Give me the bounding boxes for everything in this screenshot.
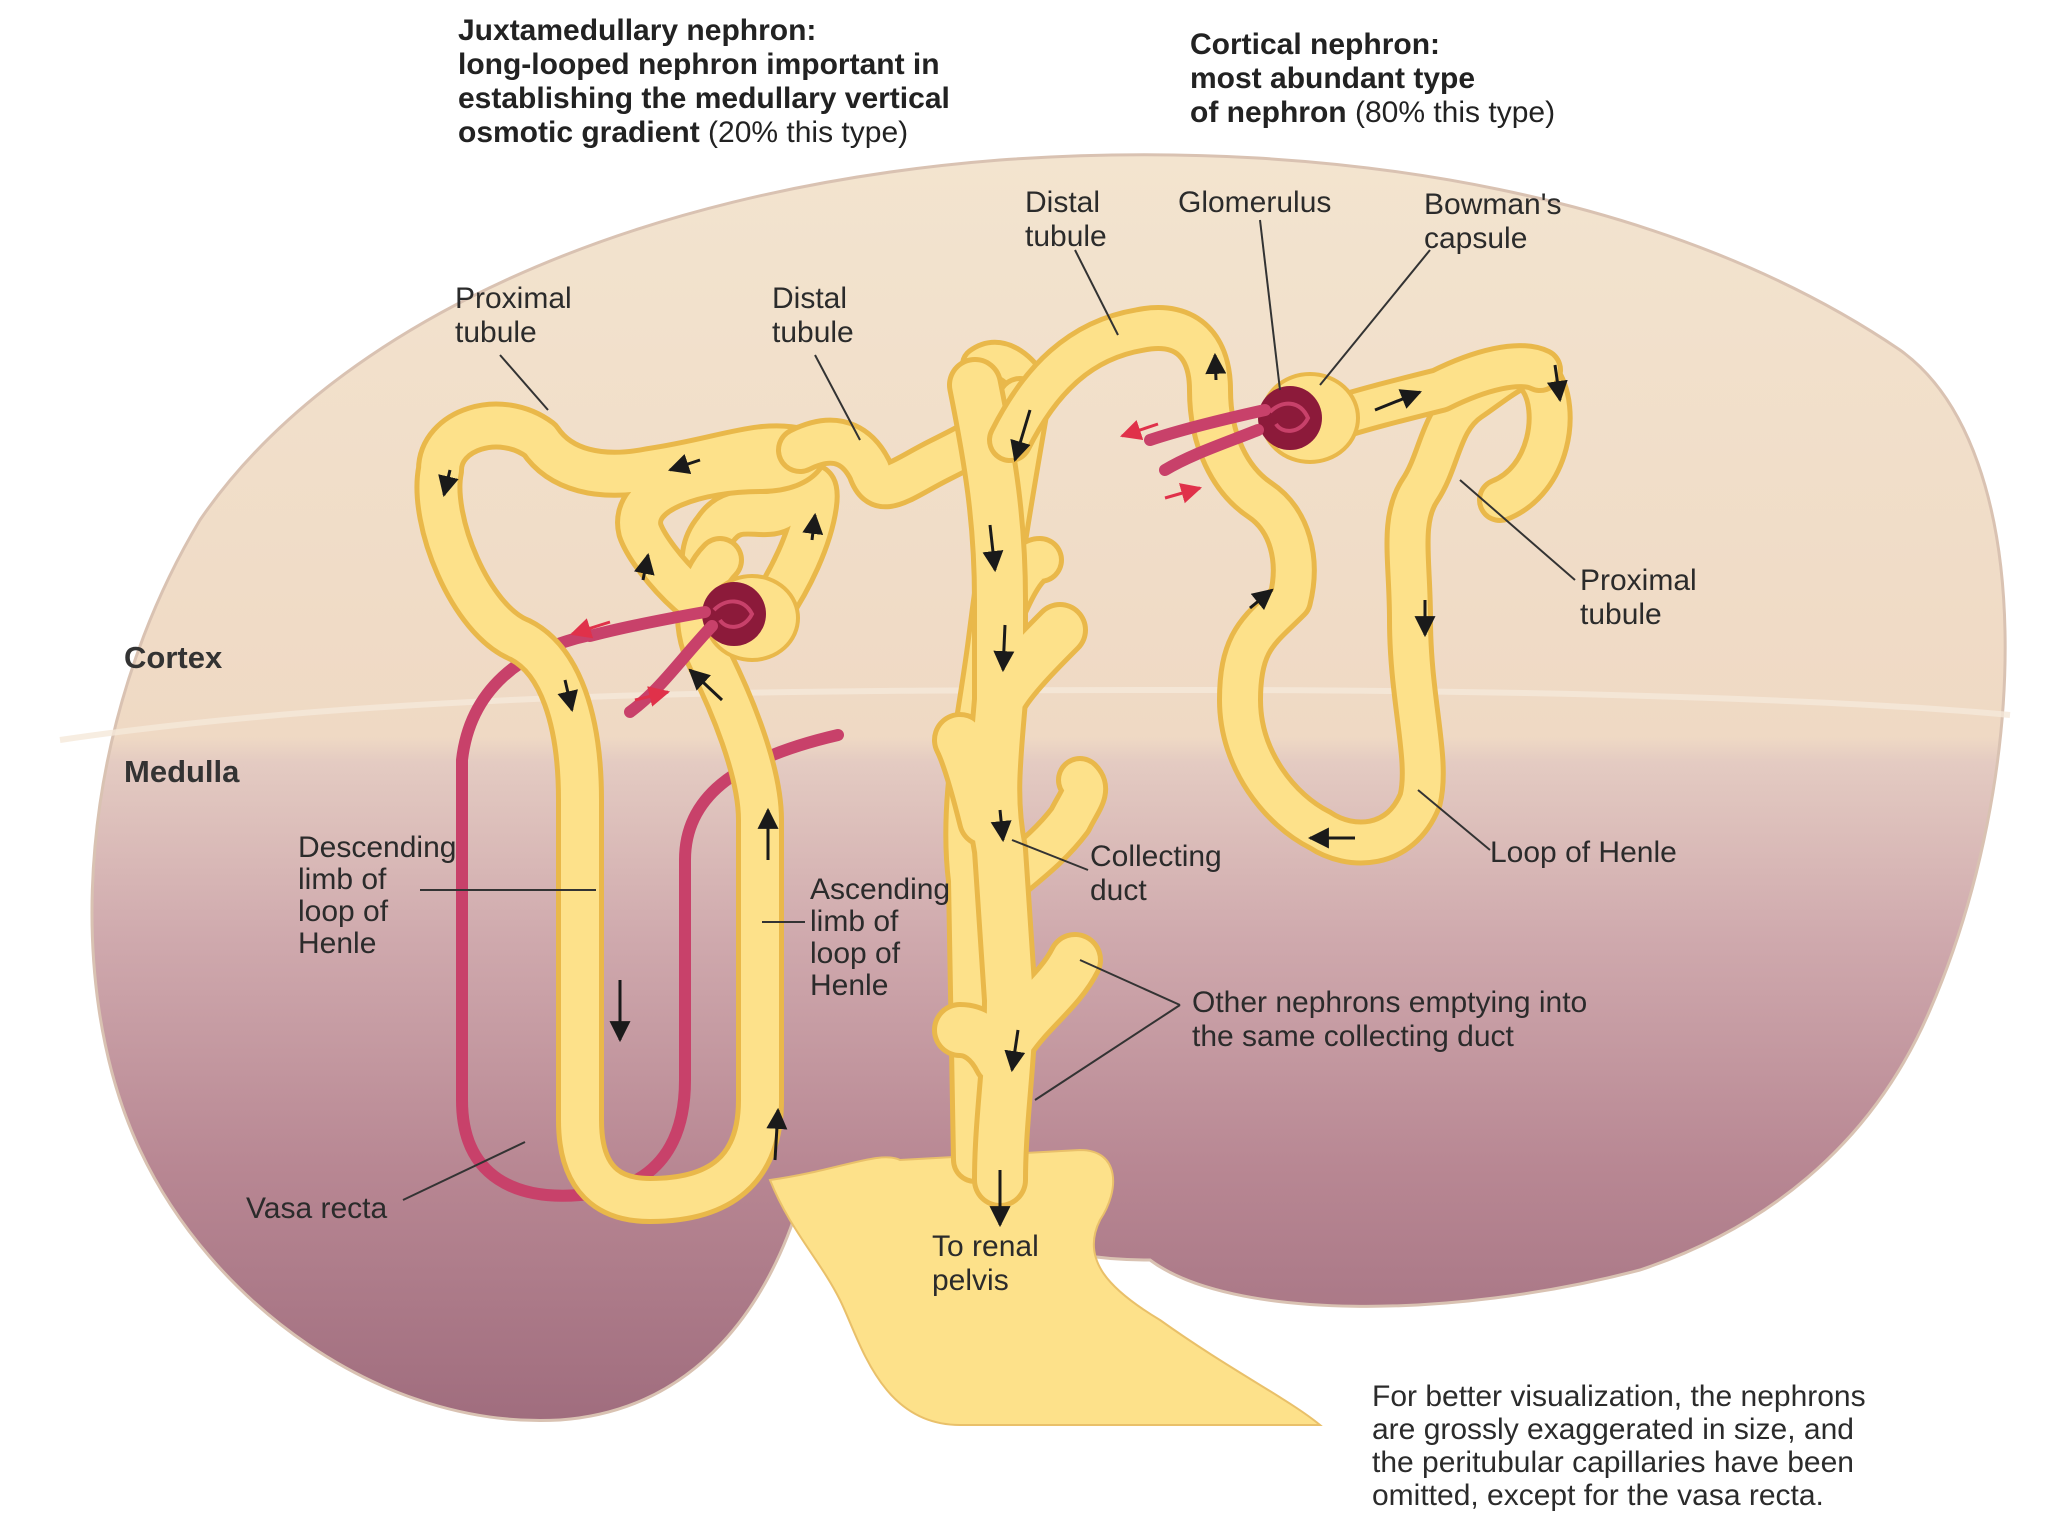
cortical-heading-line2: most abundant type [1190, 62, 1476, 95]
juxta-heading-line3: establishing the medullary vertical [458, 82, 950, 115]
blood-flow-arrows [569, 420, 1203, 707]
renal-pelvis [768, 1148, 1323, 1426]
juxta-afferent-arteriole [624, 620, 718, 718]
flow-arrows [438, 352, 1568, 1228]
ascending-limb-label: Ascending limb of loop of Henle [810, 873, 951, 1002]
collecting-duct-label: Collecting duct [1090, 840, 1222, 907]
bowmans-capsule-label: Bowman's capsule [1424, 188, 1562, 255]
juxtamedullary-heading: Juxtamedullary nephron: long-looped neph… [458, 14, 950, 150]
juxta-glomerulus [702, 582, 766, 646]
medulla-label: Medulla [124, 754, 240, 789]
collecting-duct [932, 357, 1103, 1208]
cortical-glomerulus [1258, 386, 1322, 450]
glomerulus-label: Glomerulus [1178, 186, 1332, 219]
juxta-heading-line1: Juxtamedullary nephron: [458, 14, 817, 47]
footnote: For better visualization, the nephrons a… [1372, 1380, 1866, 1512]
cortical-heading-percent: (80% this type) [1346, 96, 1556, 129]
loop-of-henle-label: Loop of Henle [1490, 836, 1677, 869]
cortex-label: Cortex [124, 640, 223, 675]
distal-tubule-right-label: Distal tubule [1025, 186, 1107, 253]
cortical-afferent-arteriole [1159, 424, 1264, 476]
other-nephrons-label: Other nephrons emptying into the same co… [1192, 986, 1588, 1053]
juxta-efferent-arteriole [584, 606, 711, 642]
distal-tubule-left-label: Distal tubule [772, 282, 854, 349]
cortical-heading-line3: of nephron [1190, 96, 1347, 129]
juxta-heading-percent: (20% this type) [699, 116, 909, 149]
proximal-tubule-left-label: Proximal tubule [455, 282, 572, 349]
leader-lines [402, 219, 1576, 1201]
descending-limb-label: Descending limb of loop of Henle [298, 831, 457, 960]
cortical-efferent-arteriole [1144, 404, 1271, 446]
juxta-heading-line4: osmotic gradient [458, 116, 700, 149]
renal-pelvis-label: To renal pelvis [932, 1230, 1039, 1297]
cortical-heading: Cortical nephron: most abundant type of … [1190, 28, 1555, 130]
vasa-recta-label: Vasa recta [246, 1192, 388, 1225]
cortical-heading-line1: Cortical nephron: [1190, 28, 1441, 61]
cortex-medulla-boundary [59, 686, 2011, 743]
proximal-tubule-right-label: Proximal tubule [1580, 564, 1697, 631]
juxta-heading-line2: long-looped nephron important in [458, 48, 940, 81]
